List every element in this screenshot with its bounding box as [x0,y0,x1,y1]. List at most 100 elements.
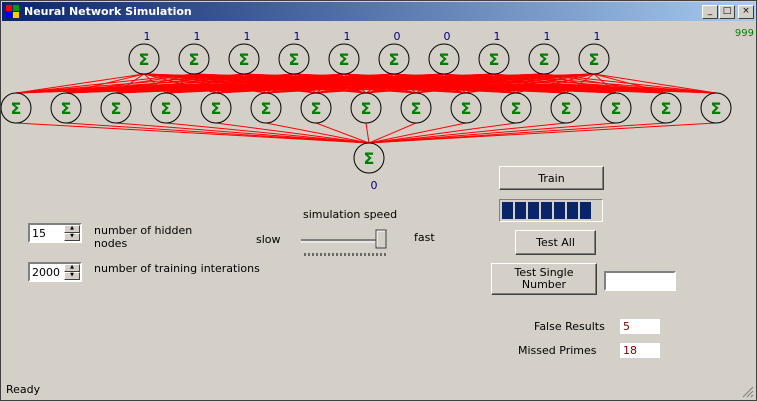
input-value: 1 [344,30,351,43]
iterations-value: 2000 [32,266,60,279]
progress-segment [515,202,526,219]
connection-line [265,122,370,144]
connection-line [368,122,617,144]
slider-thumb[interactable] [375,229,387,249]
connection-line [368,122,517,144]
hidden-node: Σ [50,92,82,124]
close-button[interactable]: × [738,5,754,19]
iterations-label: number of training interations [94,262,260,275]
missed-primes-label: Missed Primes [518,344,597,357]
input-value: 1 [244,30,251,43]
progress-segment [502,202,513,219]
sigma-icon: Σ [61,99,72,118]
hidden-node: Σ [150,92,182,124]
input-node: Σ [278,43,310,75]
test-number-input[interactable] [604,271,676,291]
sigma-icon: Σ [339,50,350,69]
input-value: 1 [144,30,151,43]
hidden-node: Σ [1,92,32,124]
output-value: 0 [371,179,378,192]
spin-down-icon[interactable]: ▼ [64,233,80,241]
connection-line [15,73,145,94]
sigma-icon: Σ [239,50,250,69]
connection-line [515,73,595,94]
connection-line [368,122,467,144]
hidden-nodes-spin-buttons[interactable]: ▲ ▼ [64,225,80,241]
spin-down-icon[interactable]: ▼ [64,272,80,280]
hidden-node: Σ [300,92,332,124]
input-node: Σ [378,43,410,75]
hidden-node: Σ [600,92,632,124]
sigma-icon: Σ [611,99,622,118]
hidden-nodes-label: number of hidden nodes [94,224,193,250]
hidden-node: Σ [100,92,132,124]
connection-line [593,73,717,94]
hidden-node: Σ [700,92,732,124]
sigma-icon: Σ [589,50,600,69]
sigma-icon: Σ [511,99,522,118]
train-button[interactable]: Train [499,166,604,190]
connection-line [315,122,370,144]
sigma-icon: Σ [389,50,400,69]
output-node: Σ [353,142,385,174]
status-bar-text: Ready [6,383,41,396]
sigma-icon: Σ [561,99,572,118]
simulation-speed-label: simulation speed [303,208,398,221]
sigma-icon: Σ [439,50,450,69]
input-node: Σ [478,43,510,75]
hidden-node: Σ [400,92,432,124]
spin-up-icon[interactable]: ▲ [64,225,80,233]
connection-line [368,122,717,144]
hidden-node: Σ [650,92,682,124]
sigma-icon: Σ [461,99,472,118]
hidden-node: Σ [200,92,232,124]
hidden-node: Σ [450,92,482,124]
input-value: 1 [294,30,301,43]
window-title: Neural Network Simulation [24,5,192,18]
input-value: 1 [194,30,201,43]
connection-line [593,73,617,94]
iterations-spin-buttons[interactable]: ▲ ▼ [64,264,80,280]
connection-line [415,73,595,94]
connection-line [593,73,667,94]
hidden-nodes-spinner[interactable]: 15 ▲ ▼ [28,223,82,243]
input-value: 0 [444,30,451,43]
connection-line [365,73,595,94]
sigma-icon: Σ [661,99,672,118]
title-bar[interactable]: Neural Network Simulation _ □ × [2,2,755,21]
input-node: Σ [578,43,610,75]
false-results-value: 5 [619,318,661,335]
sigma-icon: Σ [289,50,300,69]
spin-up-icon[interactable]: ▲ [64,264,80,272]
slider-ticks [304,253,386,256]
missed-primes-value: 18 [619,342,661,359]
connection-line [115,122,370,144]
hidden-node: Σ [550,92,582,124]
progress-segment [541,202,552,219]
input-node: Σ [528,43,560,75]
hidden-nodes-value: 15 [32,227,46,240]
input-value: 1 [594,30,601,43]
connection-line [315,73,595,94]
sigma-icon: Σ [161,99,172,118]
progress-segment [580,202,591,219]
maximize-button[interactable]: □ [719,5,735,19]
sigma-icon: Σ [411,99,422,118]
test-single-number-button[interactable]: Test Single Number [491,263,597,295]
sigma-icon: Σ [189,50,200,69]
progress-segment [528,202,539,219]
test-all-button[interactable]: Test All [515,230,596,255]
resize-grip-icon[interactable] [742,386,754,398]
sigma-icon: Σ [364,149,375,168]
connection-line [215,122,370,144]
minimize-button[interactable]: _ [702,5,718,19]
sigma-icon: Σ [311,99,322,118]
app-icon [6,5,19,18]
input-node: Σ [328,43,360,75]
speed-slider[interactable] [297,227,391,261]
iterations-spinner[interactable]: 2000 ▲ ▼ [28,262,82,282]
sigma-icon: Σ [539,50,550,69]
input-value: 1 [544,30,551,43]
connection-line [368,122,417,144]
